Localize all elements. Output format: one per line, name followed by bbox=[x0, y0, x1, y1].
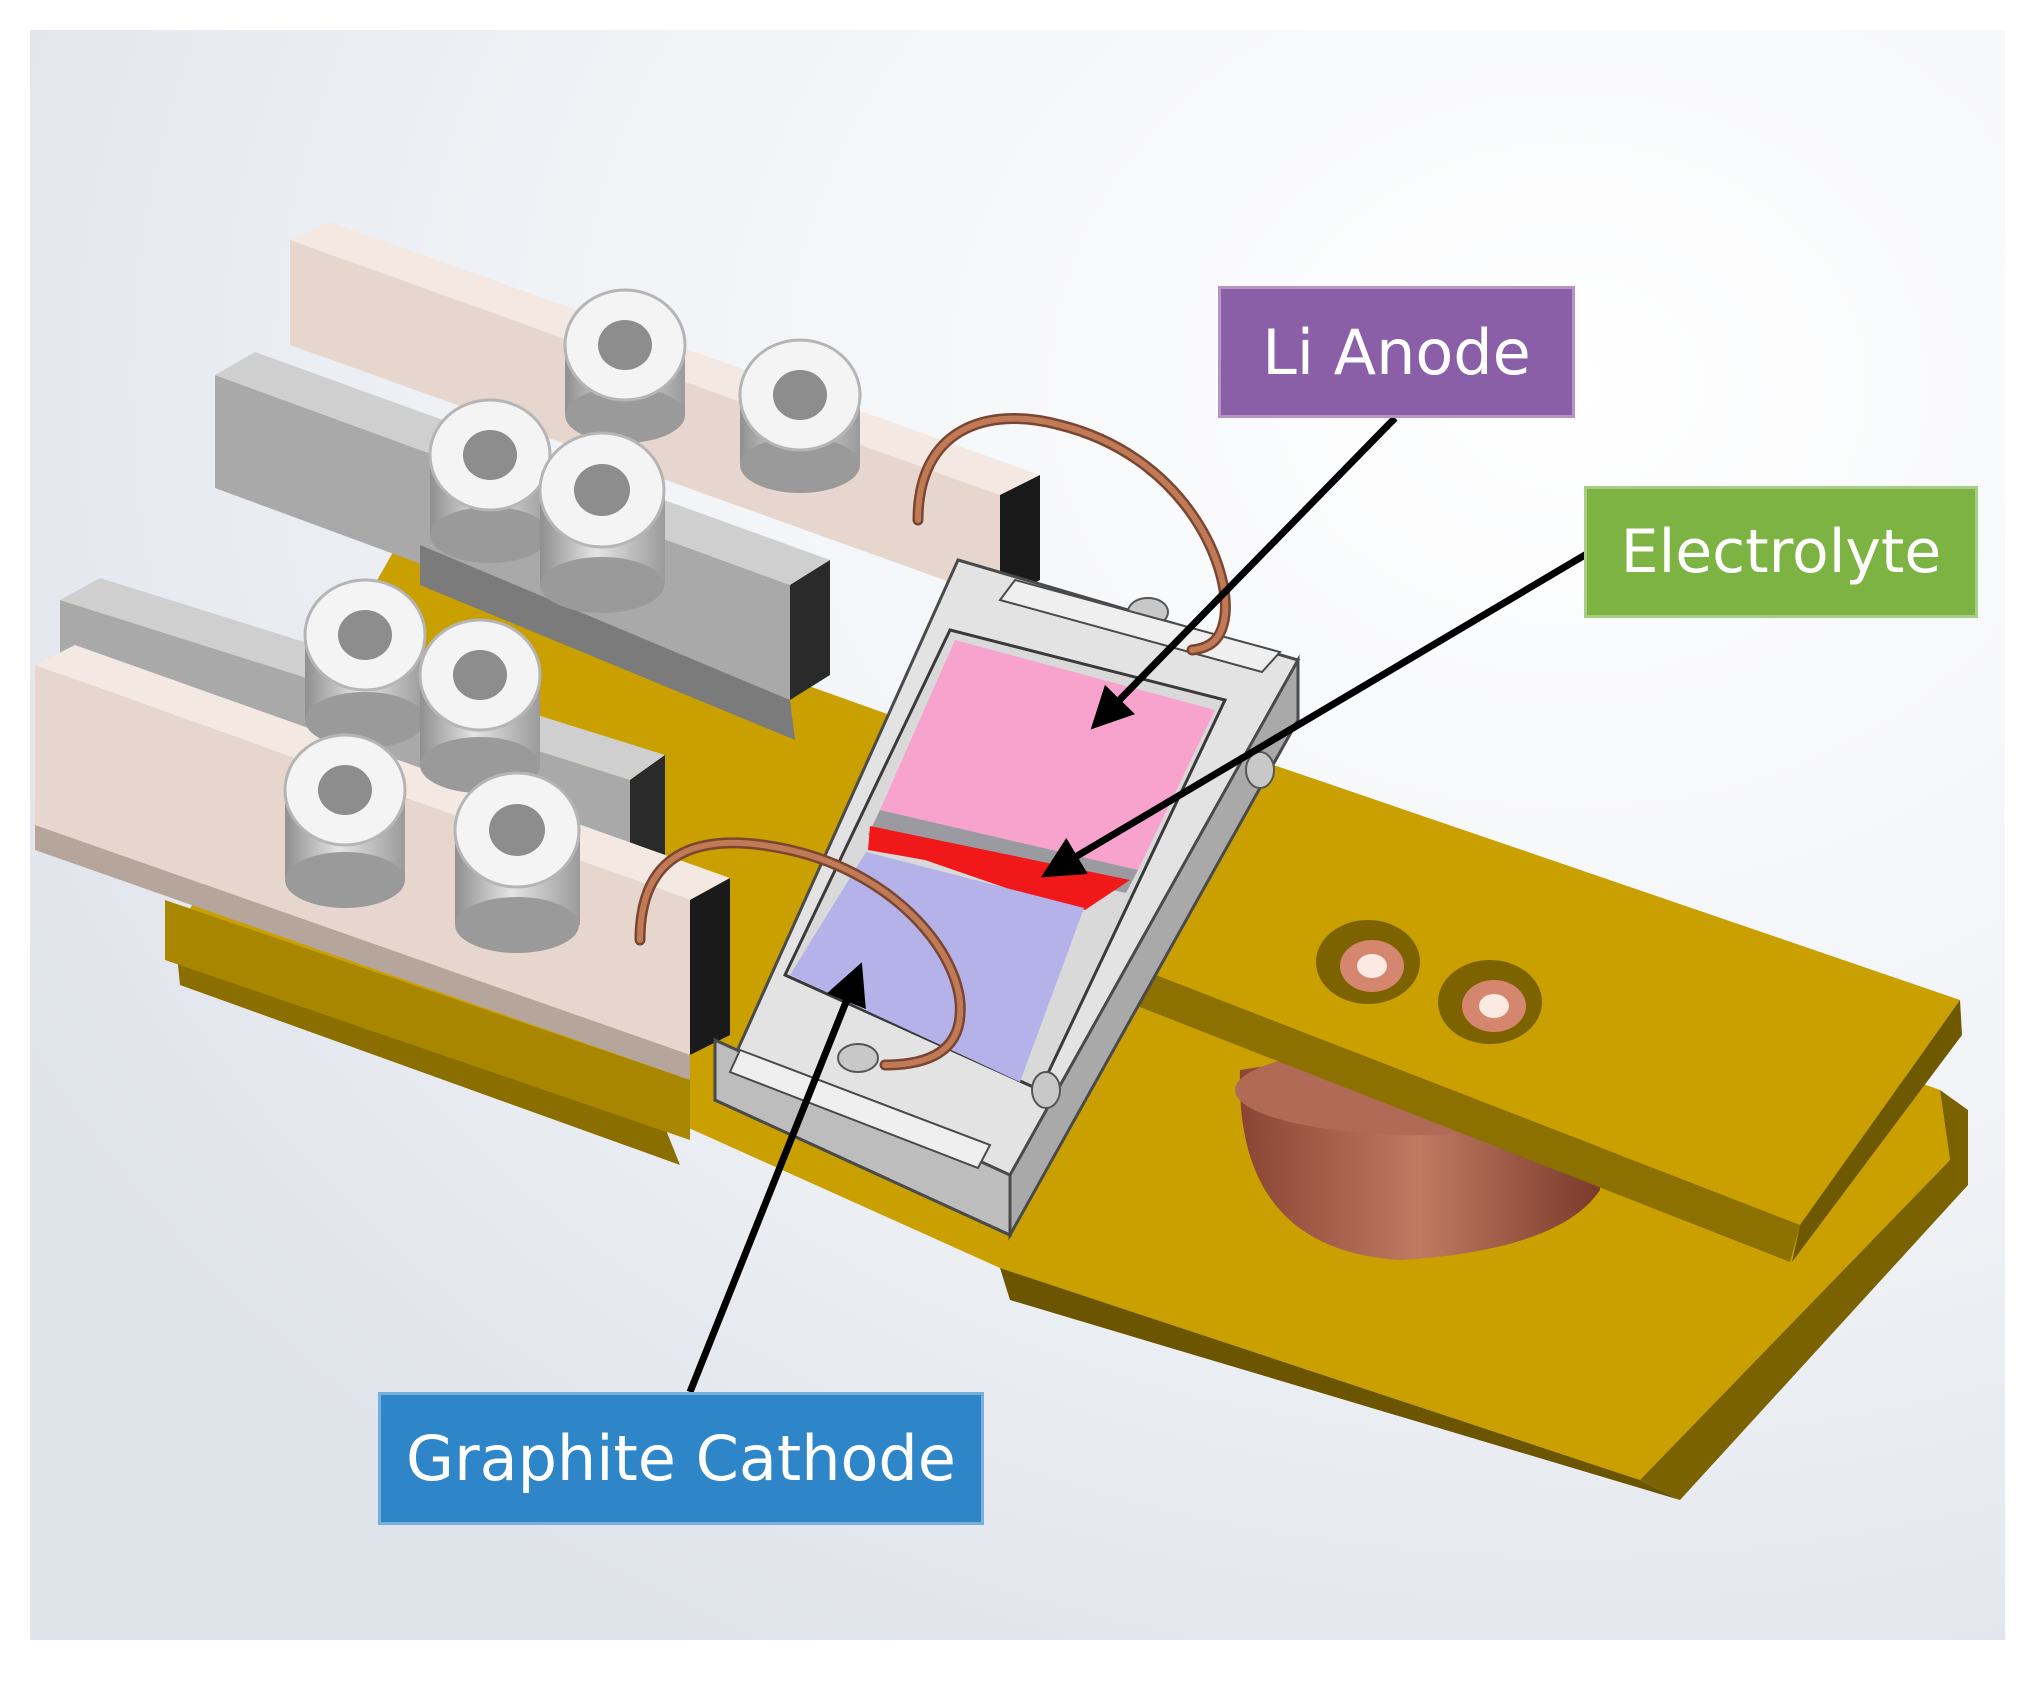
electrolyte-label: Electrolyte bbox=[1584, 486, 1978, 618]
pointer-arrows bbox=[686, 415, 1592, 1394]
post-l4 bbox=[453, 771, 581, 953]
post-u3 bbox=[428, 398, 552, 563]
post-u2 bbox=[738, 338, 862, 493]
upper-gold-plate bbox=[1122, 750, 1962, 1262]
post-l2 bbox=[418, 618, 542, 793]
post-u4 bbox=[538, 431, 666, 613]
electrolyte-layer bbox=[868, 826, 1130, 910]
arrow-graphite-cathode bbox=[686, 962, 866, 1394]
cathode-layer bbox=[790, 852, 1084, 1082]
post-l3 bbox=[283, 733, 407, 908]
arrow-li-anode bbox=[1090, 415, 1398, 730]
binding-posts bbox=[283, 288, 862, 953]
screw-hole-2 bbox=[1438, 960, 1542, 1044]
li-anode-label: Li Anode bbox=[1218, 286, 1575, 418]
post-l1 bbox=[303, 578, 427, 748]
copper-wires bbox=[634, 413, 1231, 1071]
post-u1 bbox=[563, 288, 687, 443]
graphite-cathode-label: Graphite Cathode bbox=[378, 1392, 984, 1525]
screw-hole-1 bbox=[1316, 920, 1420, 1004]
arrow-electrolyte bbox=[1040, 548, 1592, 878]
